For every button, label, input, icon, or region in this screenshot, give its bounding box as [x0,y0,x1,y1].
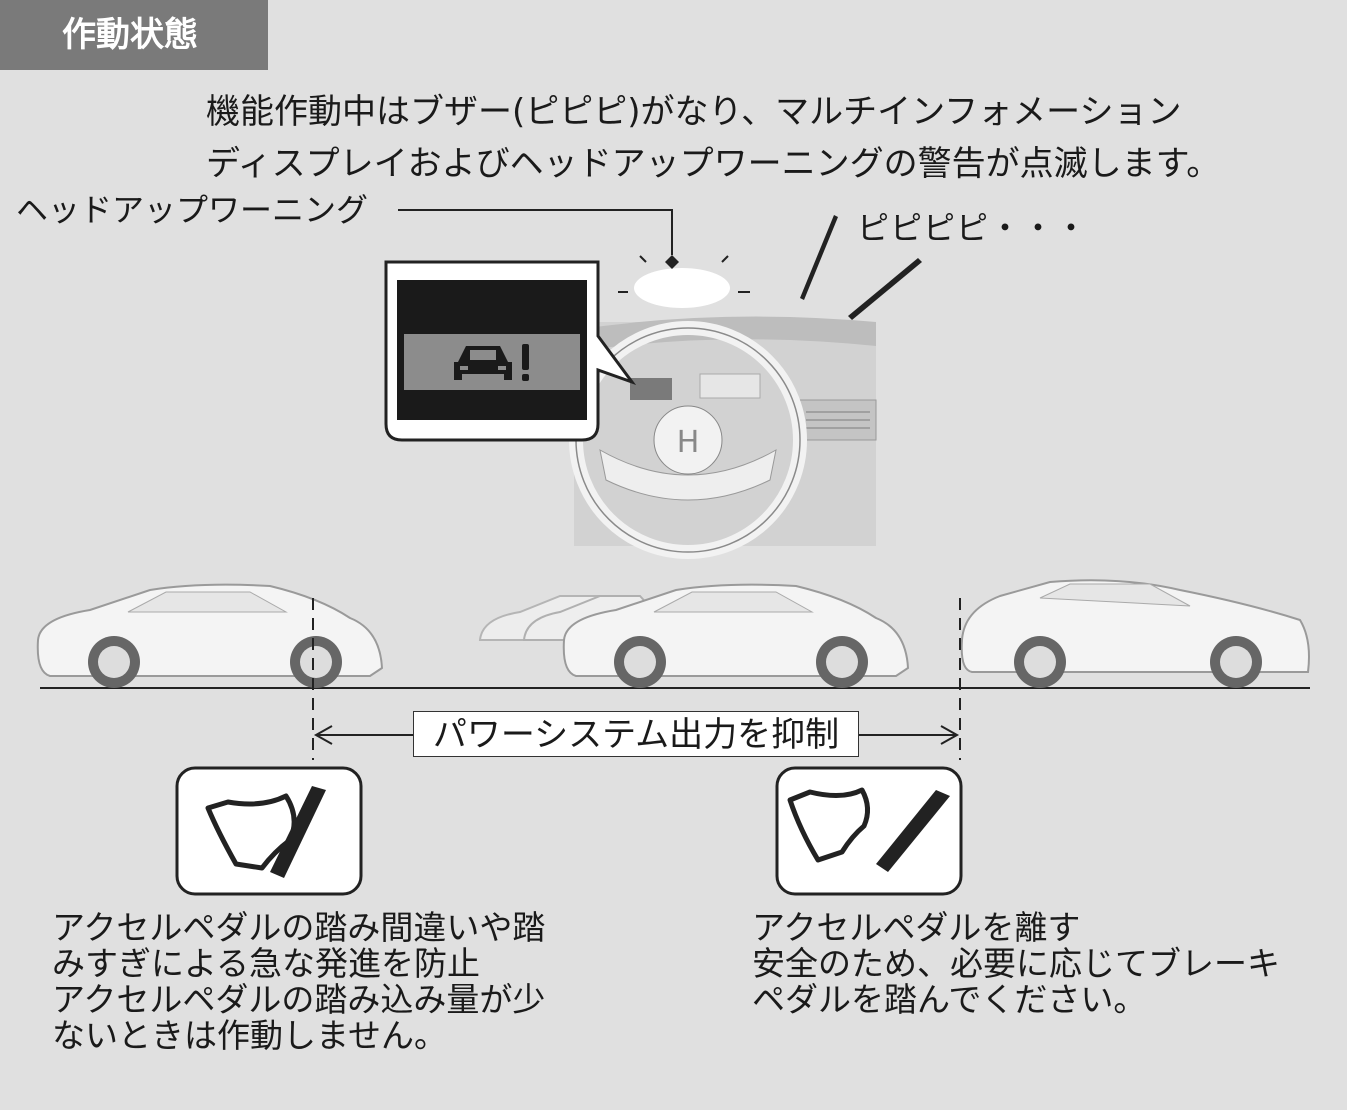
power-suppression-label: パワーシステム出力を抑制 [413,711,859,757]
car-ahead-illustration [960,579,1310,688]
caption-left: アクセルペダルの踏み間違いや踏 みすぎによる急な発進を防止 アクセルペダルの踏み… [52,910,545,1054]
dashboard-illustration: H [569,316,877,559]
caption-right-line-2: 安全のため、必要に応じてブレーキ [752,944,1280,983]
sound-lines-icon [800,215,922,320]
car-suppressed-illustration [478,583,910,688]
caption-left-line-2: みすぎによる急な発進を防止 [52,944,481,983]
caption-right-line-3: ペダルを踏んでください。 [752,980,1147,1019]
car-warning-icon [454,344,529,381]
mid-display-callout [384,260,637,442]
caption-left-line-1: アクセルペダルの踏み間違いや踏 [52,908,546,947]
description: 機能作動中はブザー(ピピピ)がなり、マルチインフォメーション ディスプレイおよび… [206,86,1220,190]
hud-leader-line [398,209,673,255]
range-markers [312,598,961,760]
svg-text:H: H [677,425,700,460]
range-arrow [313,725,960,745]
description-line-1: 機能作動中はブザー(ピピピ)がなり、マルチインフォメーション [206,92,1182,132]
caption-right-line-1: アクセルペダルを離す [752,908,1081,947]
section-title: 作動状態 [0,0,268,70]
description-line-2: ディスプレイおよびヘッドアップワーニングの警告が点滅します。 [206,144,1221,184]
hud-warning-label: ヘッドアップワーニング [16,191,369,229]
hud-warning-glow-icon [618,255,750,308]
caption-right: アクセルペダルを離す 安全のため、必要に応じてブレーキ ペダルを踏んでください。 [752,910,1280,1018]
pedal-released-icon [775,766,963,896]
pedal-pressed-icon [175,766,363,896]
buzzer-sound-label: ピピピピ・・・ [857,209,1089,247]
caption-left-line-4: ないときは作動しません。 [52,1016,448,1055]
caption-left-line-3: アクセルペダルの踏み込み量が少 [52,980,546,1019]
car-start-illustration [36,583,384,688]
